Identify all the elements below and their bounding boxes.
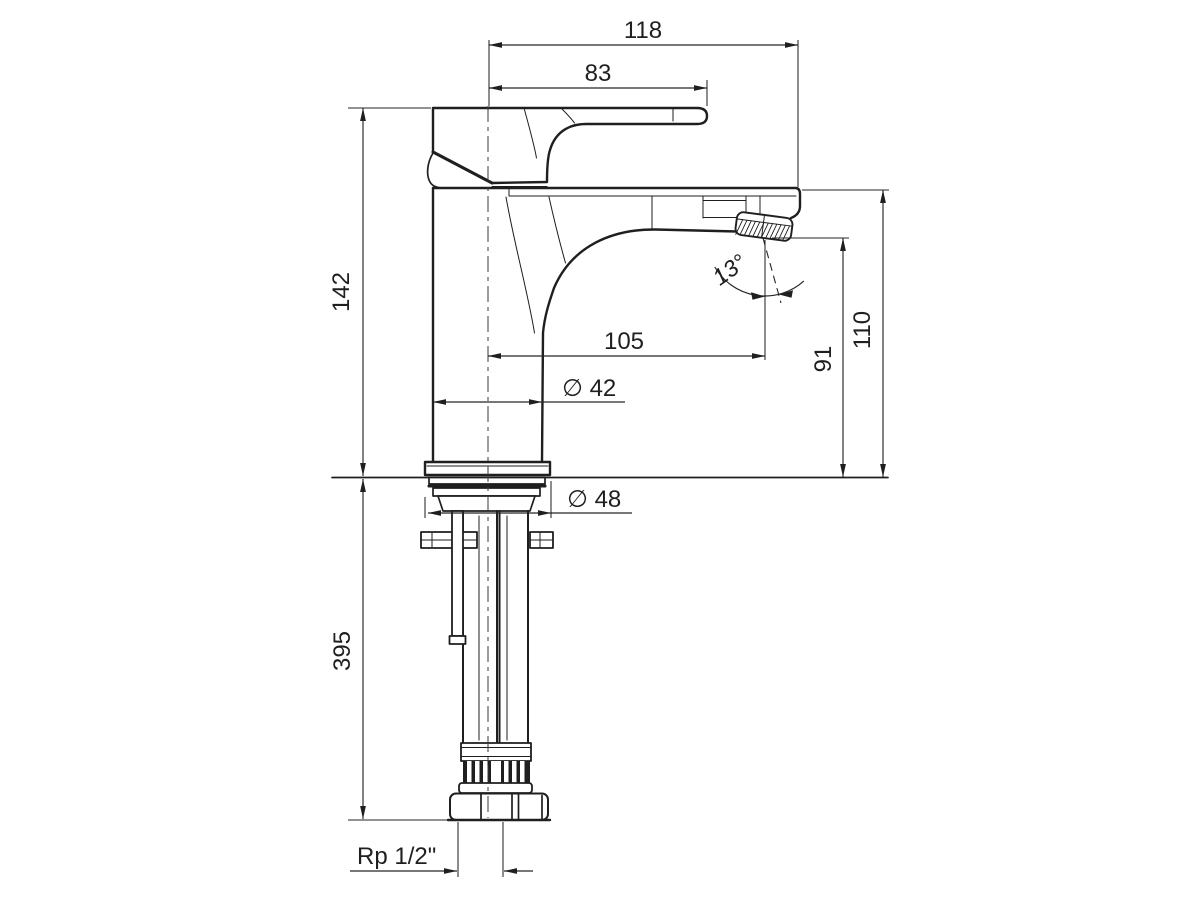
spout-detail-lines — [505, 188, 797, 334]
faucet-body — [331, 106, 889, 822]
label-body-diameter: ∅ 42 — [562, 375, 616, 402]
label-outlet-height: 91 — [810, 346, 837, 373]
handle-detail-lines — [491, 107, 674, 187]
hose-corrugation — [463, 761, 530, 783]
label-flow-angle: 13° — [708, 249, 751, 290]
hex-nuts — [449, 792, 549, 821]
label-spout-reach: 105 — [604, 328, 644, 355]
extension-lines — [348, 40, 889, 877]
label-height-above-deck: 142 — [328, 272, 355, 312]
dimension-lines — [350, 42, 886, 874]
mounting-stud — [451, 510, 464, 637]
label-below-deck-length: 395 — [329, 631, 356, 671]
body-front-arc — [426, 152, 445, 189]
aerator — [734, 211, 794, 242]
label-handle-length: 83 — [585, 60, 612, 87]
flow-angle-reference-line — [762, 237, 782, 304]
dimension-labels: 118 83 142 395 105 ∅ 42 ∅ 48 91 110 13° … — [328, 17, 876, 870]
label-base-diameter: ∅ 48 — [567, 486, 621, 513]
hose-collar — [460, 742, 532, 762]
spout-underside — [540, 228, 739, 464]
handle-slope-edge — [431, 150, 494, 185]
base-gasket — [428, 476, 546, 485]
handle-lever — [431, 106, 709, 185]
spout-top-edge — [431, 186, 802, 220]
flow-angle-annotation — [714, 237, 805, 304]
aerator-hatching — [735, 219, 791, 242]
label-connection-thread: Rp 1/2" — [357, 843, 436, 870]
label-overall-width: 118 — [624, 17, 662, 44]
label-body-top-height: 110 — [849, 311, 876, 349]
